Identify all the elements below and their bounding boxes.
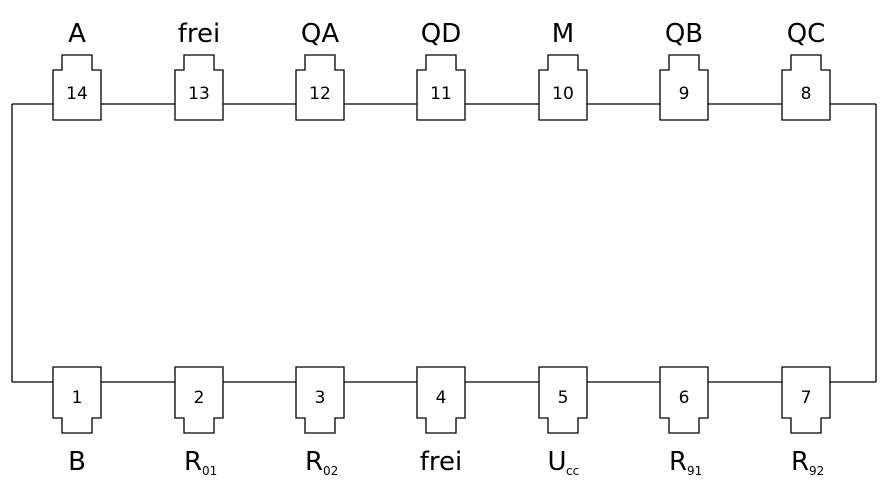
pin-label: QD (421, 19, 462, 49)
pin-label: A (68, 19, 86, 49)
pin-pad (295, 366, 345, 434)
pin-9: 9 QB (659, 19, 709, 121)
pin-number: 14 (66, 84, 88, 104)
pin-11: 11 QD (416, 19, 466, 121)
pin-label-subscript: 01 (202, 464, 217, 478)
pin-pad (781, 54, 831, 121)
pin-number: 6 (679, 388, 690, 408)
top-pin-row: 14 A 13 frei 12 QA 11 QD 10 M 9 QB 8 QC (52, 19, 831, 121)
pin-pad (295, 54, 345, 121)
pin-label: frei (178, 19, 221, 49)
chip-body (11, 103, 877, 383)
pin-pad (174, 366, 224, 434)
pin-number: 9 (679, 84, 690, 104)
pin-label-subscript: 91 (687, 464, 702, 478)
pin-14: 14 A (52, 19, 102, 121)
pin-pad (781, 366, 831, 434)
pin-12: 12 QA (295, 19, 345, 121)
pin-number: 13 (188, 84, 210, 104)
pin-label: QA (301, 19, 339, 49)
pin-label: QC (787, 19, 826, 49)
pin-label: R (184, 447, 202, 477)
pin-label: R (305, 447, 323, 477)
pin-pad (52, 366, 102, 434)
pin-number: 1 (72, 388, 83, 408)
pin-pad (538, 366, 588, 434)
pin-label: R (669, 447, 687, 477)
pin-pad (659, 54, 709, 121)
pin-label: U (547, 447, 566, 477)
pin-label: B (68, 447, 86, 477)
pin-pad (52, 54, 102, 121)
pin-8: 8 QC (781, 19, 831, 121)
pin-pad (416, 54, 466, 121)
pin-number: 12 (309, 84, 331, 104)
pin-number: 10 (552, 84, 574, 104)
pin-label-subscript: 02 (323, 464, 338, 478)
pin-label: frei (420, 447, 463, 477)
pin-label: M (552, 19, 574, 49)
pin-10: 10 M (538, 19, 588, 121)
pin-13: 13 frei (174, 19, 224, 121)
pin-pad (659, 366, 709, 434)
pin-pad (416, 366, 466, 434)
pin-1: 1B (52, 366, 102, 477)
pin-number: 2 (194, 388, 205, 408)
pin-number: 5 (558, 388, 569, 408)
pin-number: 8 (801, 84, 812, 104)
pin-number: 3 (315, 388, 326, 408)
pin-number: 4 (436, 388, 447, 408)
pin-pad (538, 54, 588, 121)
pin-label-subscript: 92 (809, 464, 824, 478)
pin-label: R (791, 447, 809, 477)
pin-pad (174, 54, 224, 121)
pin-number: 7 (801, 388, 812, 408)
pin-label: QB (665, 19, 703, 49)
pin-label-subscript: cc (566, 464, 579, 478)
pin-4: 4 frei (416, 366, 466, 477)
pin-number: 11 (430, 84, 452, 104)
